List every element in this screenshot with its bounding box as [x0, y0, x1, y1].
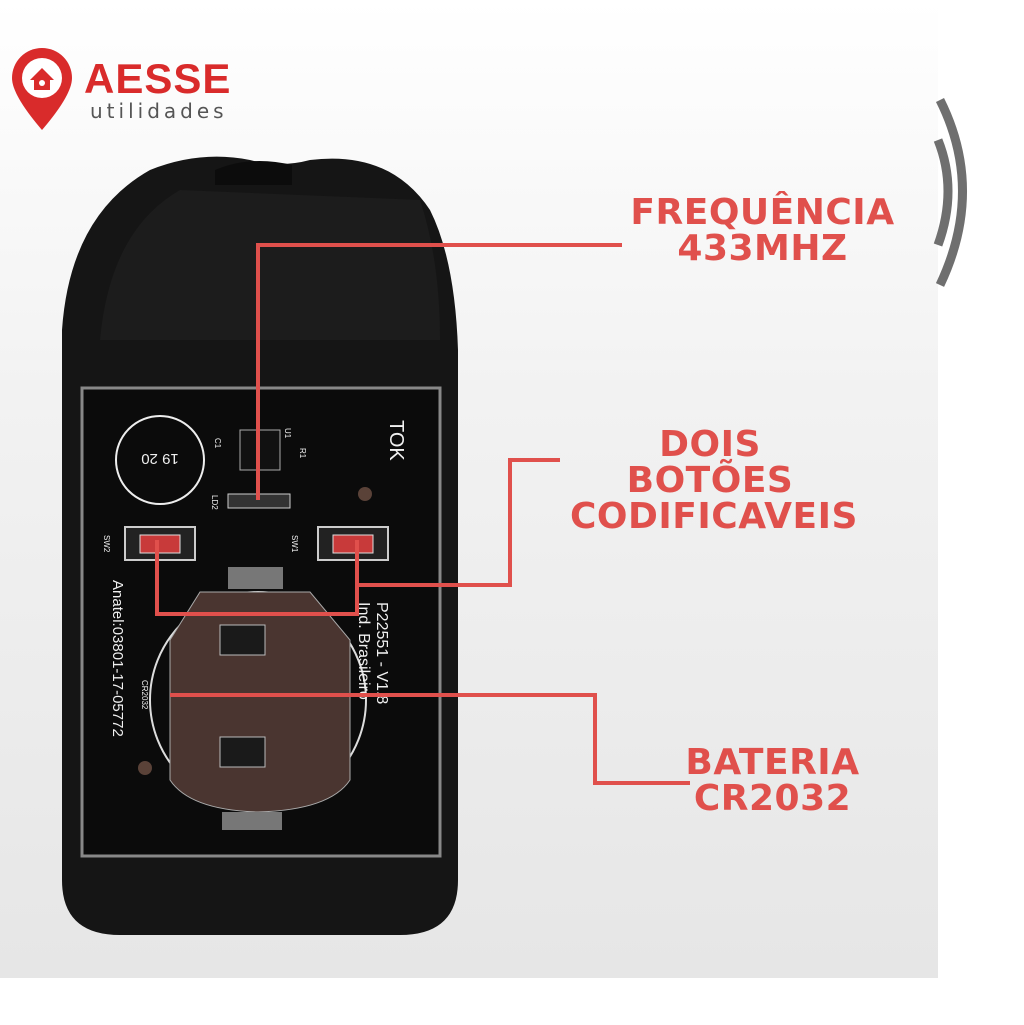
- brand-logo-icon: [12, 48, 72, 130]
- buttons-callout-line: [355, 458, 560, 587]
- pcb-sw1: SW1: [290, 535, 299, 553]
- pcb-origin: Ind. Brasileiro: [355, 602, 372, 700]
- pcb-model: P22551 - V1.8: [373, 602, 390, 704]
- callout-lines: [155, 243, 690, 785]
- pcb-battery-silk: CR2032: [140, 680, 149, 710]
- battery-label-line1: BATERIA: [685, 742, 860, 783]
- pcb-r1: R1: [298, 448, 307, 459]
- frequency-callout-line: [256, 243, 622, 500]
- pcb-anatel: Anatel:03801-17-05772: [109, 580, 126, 737]
- buttons-label-line1: DOIS BOTÕES: [626, 424, 794, 501]
- battery-label-line2: CR2032: [693, 778, 852, 819]
- frequency-label-line1: FREQUÊNCIA: [630, 192, 895, 233]
- pcb-u1: U1: [283, 428, 292, 439]
- buttons-link-line: [155, 540, 359, 616]
- pcb-sw2: SW2: [102, 535, 111, 553]
- frequency-label: FREQUÊNCIA 433MHZ: [630, 195, 895, 267]
- buttons-label: DOIS BOTÕES CODIFICAVEIS: [570, 424, 858, 537]
- pcb-brand-mark: TOK: [385, 420, 407, 461]
- brand-name: AESSE: [84, 55, 232, 102]
- date-wheel: [115, 415, 205, 505]
- signal-waves-icon: [933, 97, 967, 287]
- brand-tagline: utilidades: [90, 99, 228, 123]
- battery-callout-line: [170, 693, 690, 785]
- pcb-ld2: LD2: [210, 495, 219, 510]
- switch-sw1[interactable]: [317, 526, 389, 561]
- battery-holder: [169, 591, 351, 813]
- pcb-c1: C1: [213, 438, 222, 449]
- switch-sw2[interactable]: [124, 526, 196, 561]
- date-wheel-label: 19 20: [141, 450, 179, 467]
- battery-label: BATERIA CR2032: [685, 745, 860, 817]
- frequency-label-line2: 433MHZ: [677, 228, 848, 269]
- buttons-label-line2: CODIFICAVEIS: [570, 496, 858, 537]
